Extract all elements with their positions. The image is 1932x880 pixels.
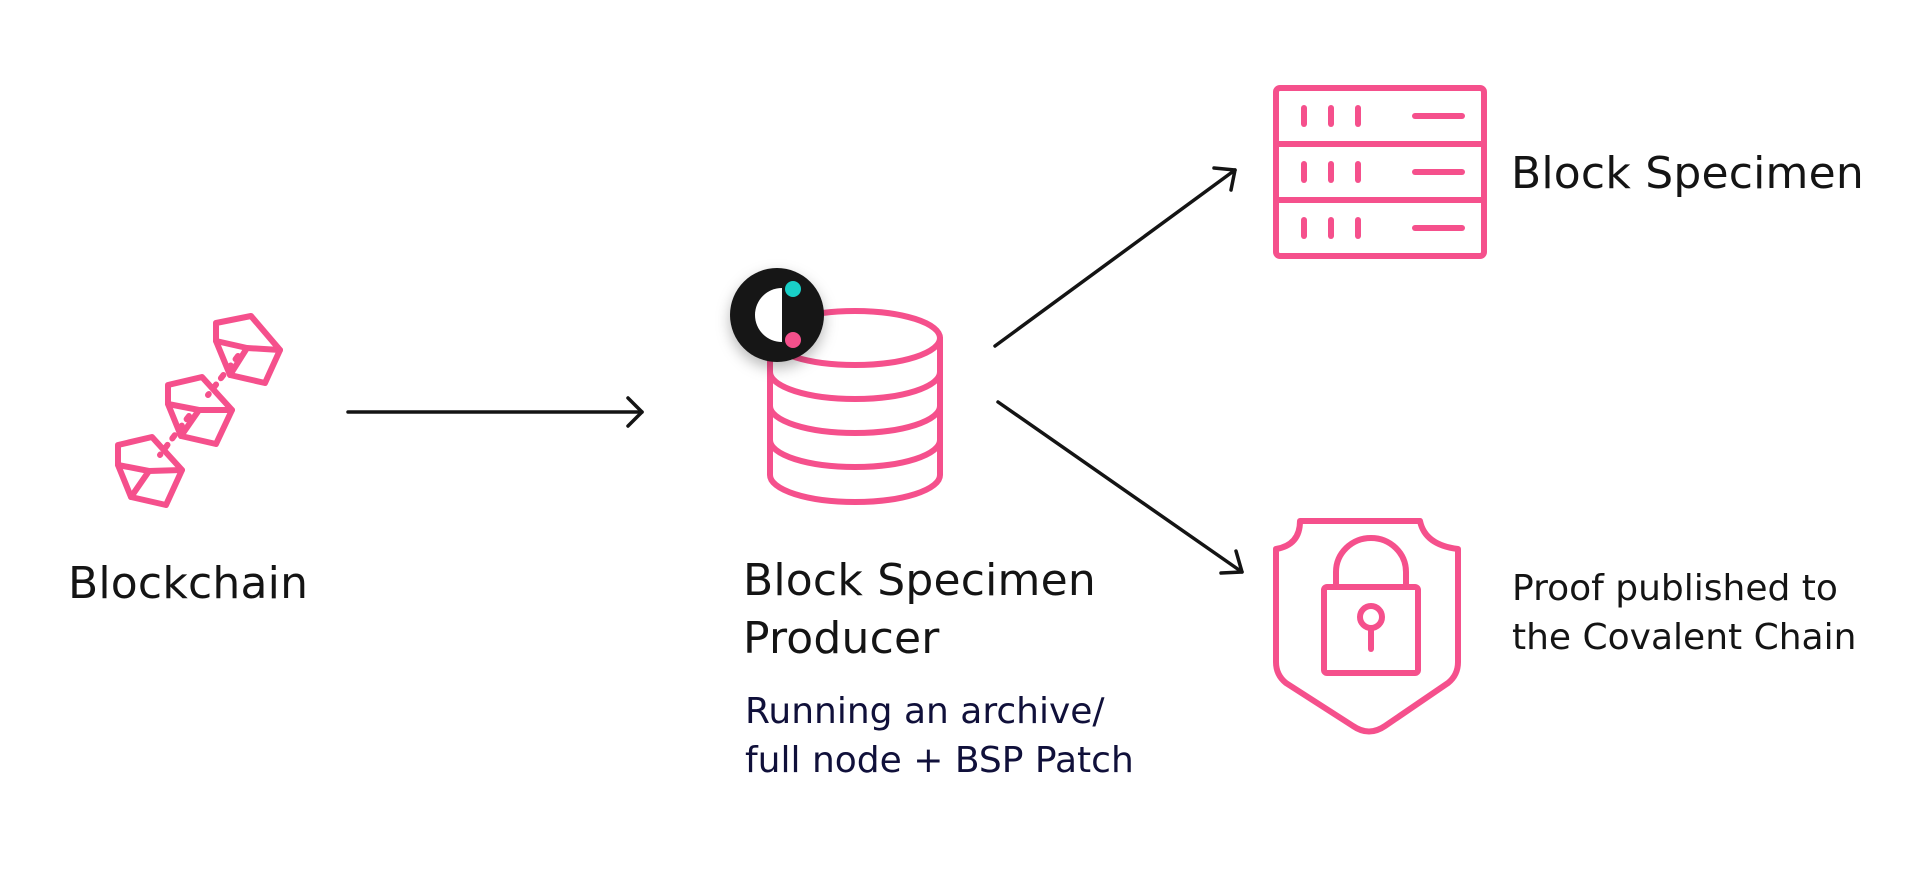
server-rack-icon	[1273, 85, 1487, 259]
cube-middle	[165, 374, 235, 447]
chain-links	[157, 353, 241, 458]
producer-title-line1: Block Specimen	[743, 555, 1096, 606]
server-indicators	[1301, 105, 1465, 239]
arrow-producer-to-specimen	[993, 166, 1237, 348]
producer-description: Running an archive/ full node + BSP Patc…	[745, 687, 1134, 785]
block-specimen-label: Block Specimen	[1511, 148, 1864, 199]
arrow-producer-to-proof	[996, 400, 1244, 575]
shield-lock-icon	[1273, 518, 1461, 735]
covalent-logo-icon	[730, 268, 824, 362]
proof-label-line2: the Covalent Chain	[1512, 617, 1857, 658]
producer-description-line1: Running an archive/	[745, 691, 1105, 732]
cube-top	[213, 313, 283, 386]
proof-label: Proof published to the Covalent Chain	[1512, 564, 1856, 662]
producer-description-line2: full node + BSP Patch	[745, 740, 1134, 781]
cube-bottom	[115, 434, 185, 508]
producer-title-line2: Producer	[743, 613, 940, 664]
blockchain-cubes-icon	[115, 313, 283, 508]
producer-title: Block Specimen Producer	[743, 552, 1096, 668]
blockchain-label: Blockchain	[68, 558, 309, 609]
arrow-blockchain-to-producer	[346, 396, 644, 428]
proof-label-line1: Proof published to	[1512, 568, 1838, 609]
